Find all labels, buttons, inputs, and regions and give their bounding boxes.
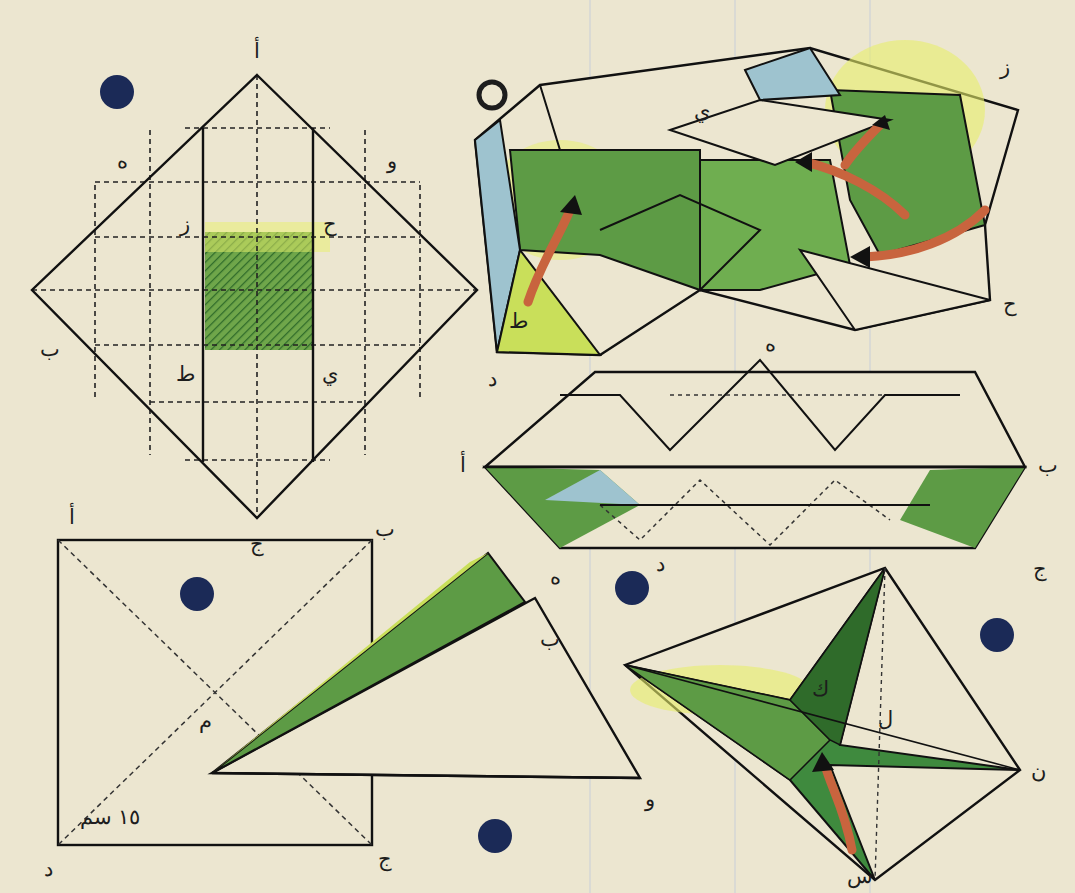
point-letter: أ — [458, 454, 468, 477]
point-letter: أ — [252, 40, 262, 63]
point-letter: ب — [38, 338, 62, 361]
point-letter: و — [385, 150, 399, 173]
point-letter: ح — [321, 213, 339, 236]
folded-band — [485, 360, 1025, 548]
point-letter: م — [197, 710, 214, 733]
point-letter: ب — [373, 518, 397, 541]
point-letter: ط — [174, 363, 197, 386]
folding-rectangle — [58, 540, 640, 845]
point-letter: ح — [1001, 293, 1019, 316]
folded-model — [475, 40, 1018, 355]
point-letter: و — [643, 788, 657, 811]
point-letter: ه — [763, 333, 778, 356]
point-letter: ط — [507, 310, 530, 333]
point-letter: ١٥ سم — [78, 806, 143, 829]
point-letter: د — [42, 858, 55, 881]
point-letter: ب — [1036, 454, 1060, 477]
point-letter: ن — [1029, 760, 1048, 783]
point-letter: د — [654, 553, 667, 576]
star-fold — [625, 568, 1020, 880]
point-letter: ج — [1031, 558, 1049, 581]
point-letter: ز — [998, 56, 1012, 79]
point-letter: س — [845, 866, 875, 889]
point-letter: ز — [178, 213, 192, 236]
point-letter: د — [486, 368, 499, 391]
point-letter: أ — [67, 506, 77, 529]
crease-diamond — [32, 75, 477, 518]
point-letter: ك — [810, 678, 831, 701]
point-letter: ب — [538, 628, 562, 651]
point-letter: ج — [248, 533, 266, 556]
point-letter: ل — [876, 708, 895, 731]
point-letter: ج — [376, 848, 394, 871]
point-letter: ه — [548, 566, 563, 589]
point-letter: ي — [692, 100, 712, 123]
point-letter: ي — [320, 363, 340, 386]
point-letter: ه — [115, 150, 130, 173]
